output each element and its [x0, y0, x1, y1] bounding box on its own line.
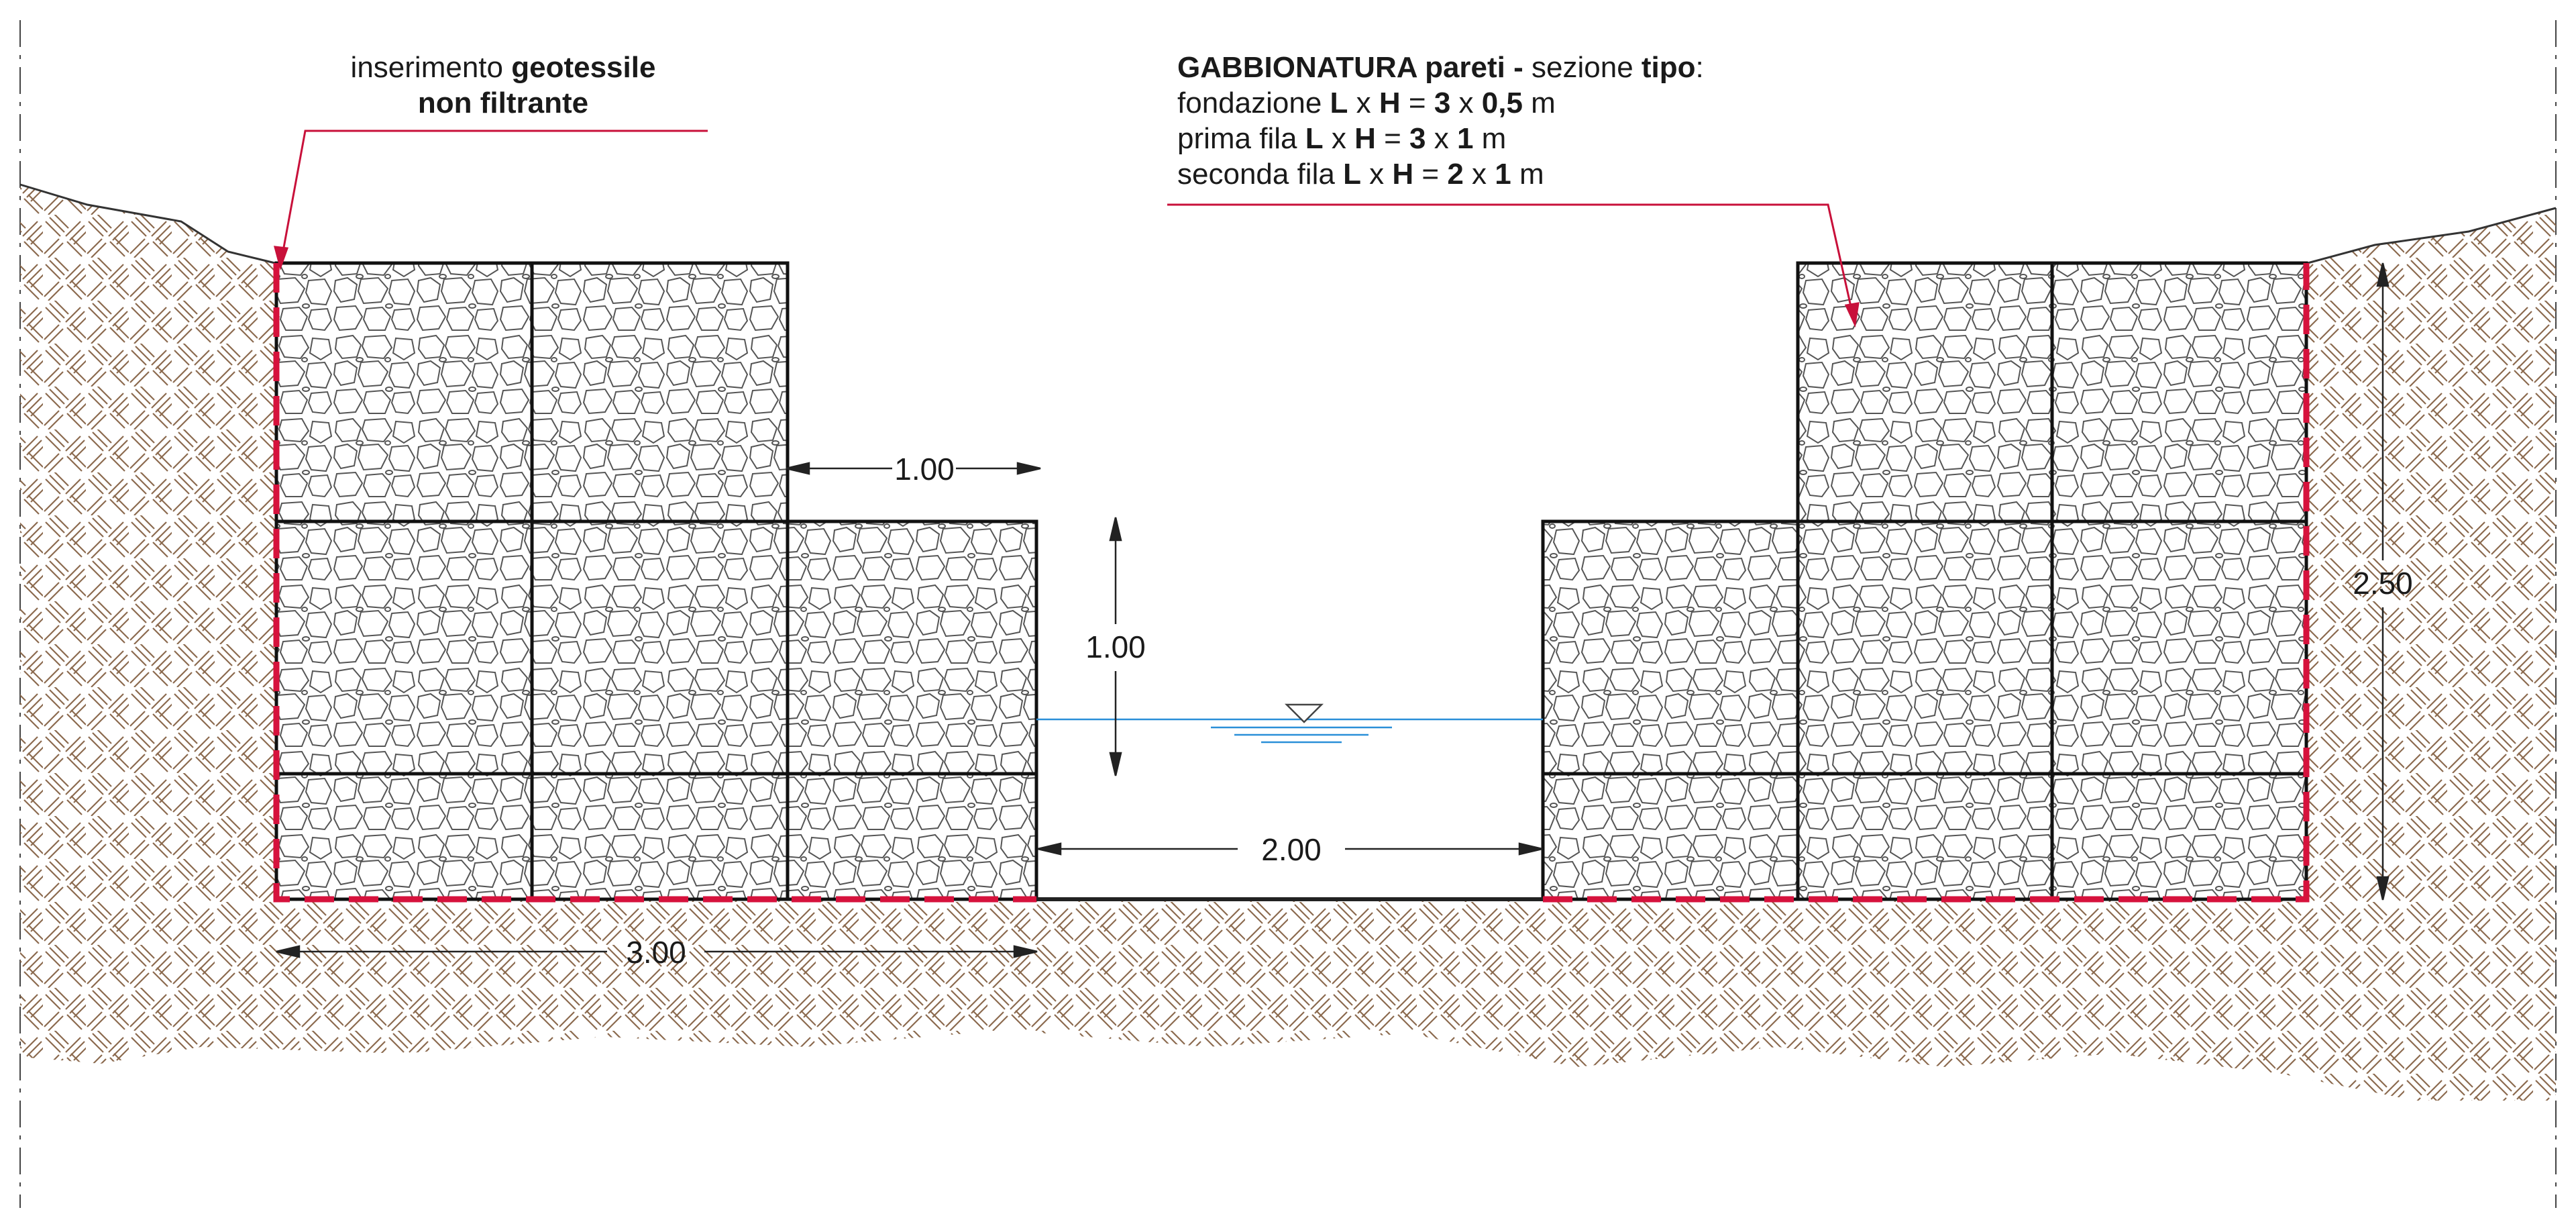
water-level-symbol — [1284, 703, 1324, 723]
geotextile-label: inserimento geotessile — [351, 51, 656, 84]
dim-total-height: 2.50 — [2353, 566, 2413, 601]
gabion-blocks — [274, 261, 2308, 901]
dim-channel-width: 2.00 — [1261, 832, 1322, 867]
gabion-left-base-2 — [530, 772, 790, 901]
gabion-left-top-2 — [530, 261, 790, 523]
gabion-left-mid-2 — [530, 519, 790, 776]
ground-surface-line — [19, 183, 276, 264]
gabion-left-base-1 — [274, 772, 534, 901]
leader-lines — [273, 130, 1860, 328]
gabion-right-top-1 — [1796, 261, 2054, 523]
gabion-right-mid-1 — [1541, 519, 1800, 776]
gabion-spec-row-second: seconda fila L x H = 2 x 1 m — [1177, 158, 1544, 191]
dim-base-width: 3.00 — [626, 935, 686, 970]
dim-step-width: 1.00 — [894, 452, 955, 487]
gabion-right-mid-3 — [2050, 519, 2308, 776]
dimension-lines — [276, 262, 2390, 958]
gabion-left-base-3 — [786, 772, 1038, 901]
geotextile-membrane — [273, 263, 2310, 903]
gabion-right-top-2 — [2050, 261, 2308, 523]
dim-row-height: 1.00 — [1085, 629, 1146, 664]
water-level — [1036, 718, 1543, 744]
gabion-spec-row-first: prima fila L x H = 3 x 1 m — [1177, 122, 1506, 155]
geotextile-label-line2: non filtrante — [418, 87, 588, 119]
gabion-left-top-1 — [274, 261, 534, 523]
gabion-left-mid-3 — [786, 519, 1038, 776]
gabion-right-base-3 — [2050, 772, 2308, 901]
ground-surface-line-right — [2307, 207, 2557, 264]
gabion-spec-block: GABBIONATURA pareti - sezione tipo: fond… — [1177, 51, 1704, 191]
gabion-right-base-1 — [1541, 772, 1800, 901]
gabion-spec-title: GABBIONATURA pareti - sezione tipo: — [1177, 51, 1704, 84]
gabion-right-mid-2 — [1796, 519, 2054, 776]
gabion-right-base-2 — [1796, 772, 2054, 901]
gabion-left-mid-1 — [274, 519, 534, 776]
gabion-spec-row-foundation: fondazione L x H = 3 x 0,5 m — [1177, 87, 1556, 119]
